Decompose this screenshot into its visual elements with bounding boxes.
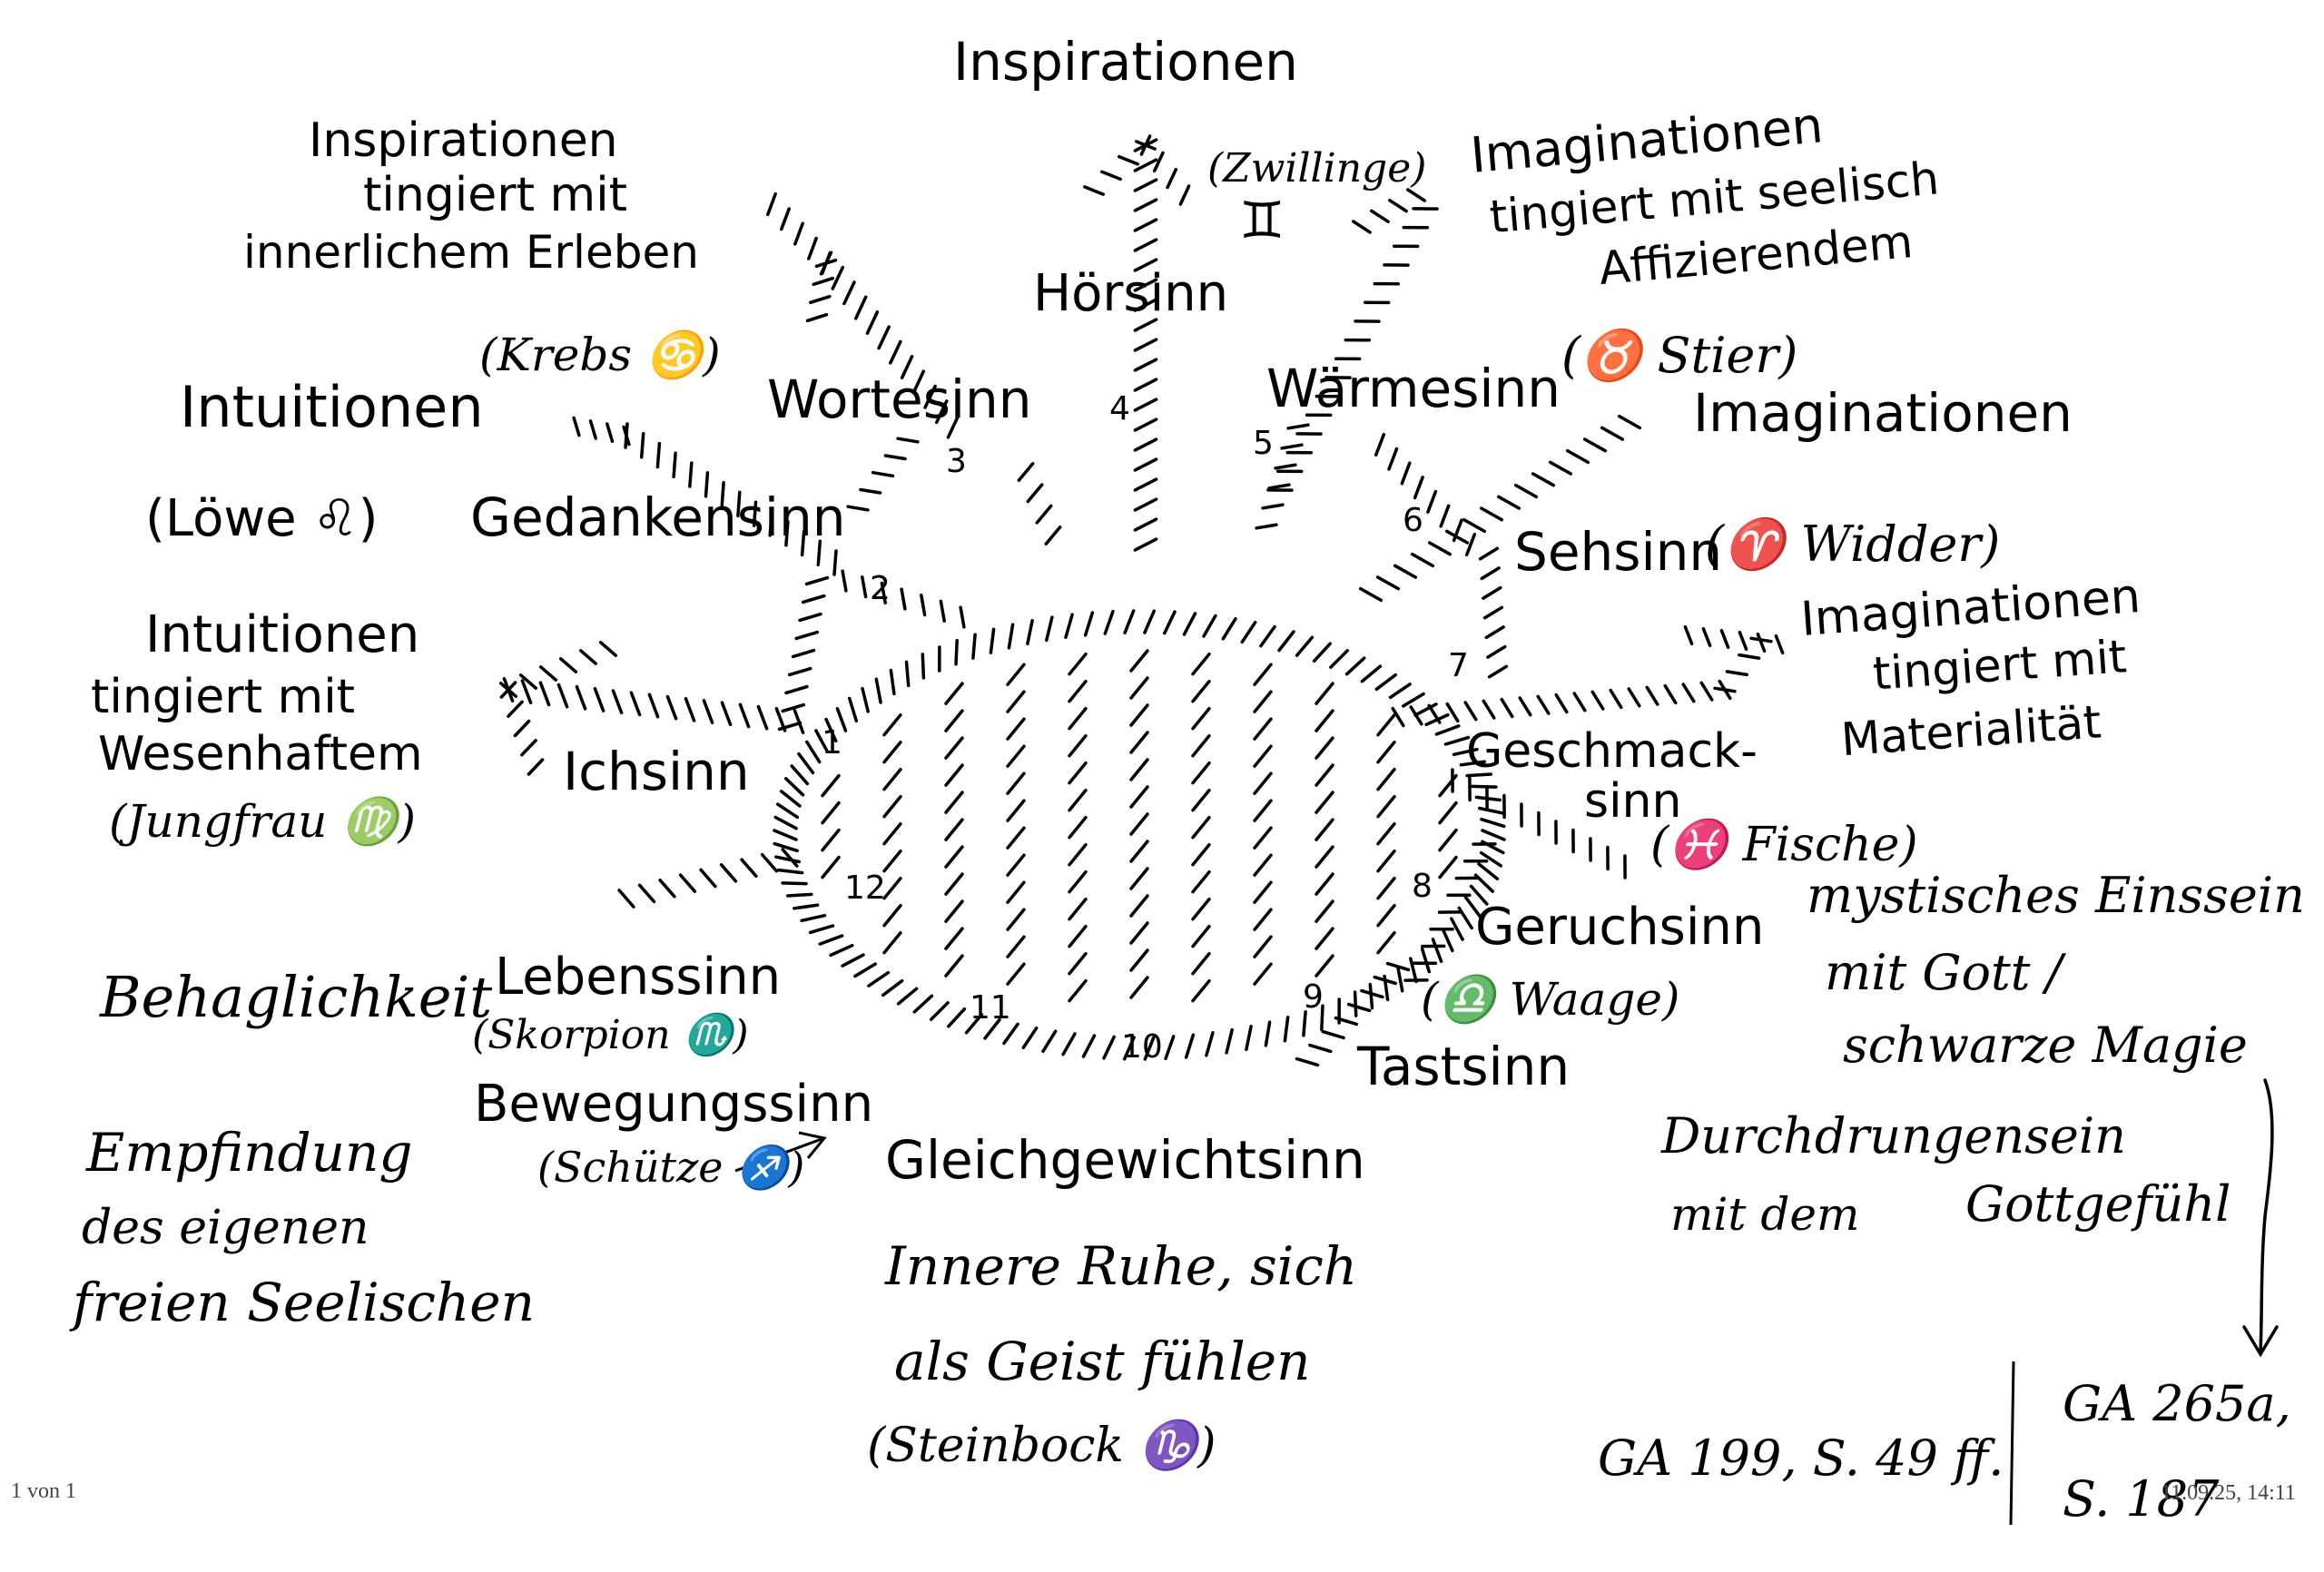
imaginationen-label-1: Imaginationen bbox=[1693, 382, 2073, 444]
number-10: 10 bbox=[1121, 1028, 1163, 1066]
widder-label: (♈ Widder) bbox=[1705, 516, 2000, 573]
ray-intuition-wesen bbox=[502, 677, 805, 734]
ref-ga265a-line2: S. 187 bbox=[2063, 1470, 2220, 1528]
ray-sehsinn-down bbox=[1478, 546, 1509, 679]
mystisches-line2: mit Gott / bbox=[1825, 944, 2067, 1001]
waermesinn-label: Wärmesinn bbox=[1266, 358, 1561, 419]
innere-ruhe-line3: (Steinbock ♑) bbox=[867, 1418, 1216, 1473]
lebenssinn-label: Lebenssinn bbox=[495, 948, 781, 1007]
durchdrungensein-line3: Gottgefühl bbox=[1965, 1175, 2230, 1233]
number-6: 6 bbox=[1403, 502, 1423, 539]
ray-wortesinn-b bbox=[846, 437, 920, 512]
stier-label: (♉ Stier) bbox=[1561, 327, 1797, 384]
durchdrungensein-line2: mit dem bbox=[1670, 1188, 1859, 1241]
left-inspirationen-line3: innerlichem Erleben bbox=[243, 226, 699, 279]
innere-ruhe-line2: als Geist fühlen bbox=[894, 1331, 1310, 1392]
innere-ruhe-line1: Innere Ruhe, sich bbox=[884, 1235, 1357, 1297]
number-12: 12 bbox=[844, 870, 886, 907]
ray-inspiration-left-base bbox=[805, 258, 838, 323]
number-5: 5 bbox=[1253, 425, 1274, 462]
oval-outline bbox=[773, 609, 1506, 1061]
empfindung-line3: freien Seelischen bbox=[69, 1272, 535, 1333]
ray-seven-up bbox=[1713, 636, 1773, 693]
geschmacksinn-line2: sinn bbox=[1584, 774, 1681, 829]
gleichgewichtsinn-label: Gleichgewichtsinn bbox=[885, 1129, 1365, 1191]
ichsinn-label: Ichsinn bbox=[563, 741, 750, 802]
mystisches-line1: mystisches Einssein bbox=[1807, 867, 2305, 924]
imaginationen-materialitaet-line3: Materialität bbox=[1839, 695, 2102, 766]
ray-gedanken bbox=[841, 569, 966, 629]
left-inspirationen-line1: Inspirationen bbox=[309, 113, 618, 168]
ray-inspiration-left-top bbox=[766, 192, 832, 276]
tastsinn-label: Tastsinn bbox=[1356, 1036, 1570, 1097]
ray-sehsinn-b bbox=[1358, 414, 1642, 603]
ref-ga265a-line1: GA 265a, bbox=[2063, 1375, 2291, 1432]
ray-hoersinn-up bbox=[1133, 138, 1158, 552]
ref-ga199: GA 199, S. 49 ff. bbox=[1598, 1430, 2004, 1487]
ray-intuition-wesen-c bbox=[499, 681, 545, 776]
durchdrungensein-line1: Durchdrungensein bbox=[1660, 1107, 2126, 1164]
ray-imagination-right bbox=[1266, 207, 1439, 492]
ray-intuition-upper-b bbox=[572, 416, 631, 447]
hoersinn-label: Hörsinn bbox=[1033, 264, 1228, 323]
gemini-symbol: ♊ bbox=[1239, 192, 1285, 251]
intuitionen-label-1: Intuitionen bbox=[180, 374, 484, 440]
reference-divider bbox=[2009, 1361, 2015, 1526]
down-arrow bbox=[2242, 1078, 2279, 1358]
ray-lebens-left bbox=[617, 848, 799, 909]
behaglichkeit-label: Behaglichkeit bbox=[99, 964, 492, 1030]
oval-interior-hatching bbox=[821, 649, 1458, 1003]
empfindung-line1: Empfindung bbox=[85, 1122, 412, 1184]
intuitionen-wesen-line2: tingiert mit bbox=[91, 670, 355, 724]
fische-label: (♓ Fische) bbox=[1650, 817, 1918, 872]
empfindung-line2: des eigenen bbox=[82, 1201, 369, 1255]
geschmacksinn-line1: Geschmack- bbox=[1466, 724, 1758, 779]
sagittarius-arrow bbox=[734, 1131, 827, 1173]
ray-seven-horiz bbox=[1391, 679, 1732, 728]
zwillinge-label: (Zwillinge) bbox=[1207, 145, 1426, 192]
number-11: 11 bbox=[970, 989, 1011, 1027]
ray-geschmack bbox=[1451, 768, 1627, 879]
bewegungssinn-label: Bewegungssinn bbox=[474, 1075, 873, 1134]
ray-materialitaet bbox=[1683, 624, 1785, 655]
top-inspirationen: Inspirationen bbox=[953, 31, 1298, 93]
jungfrau-label: (Jungfrau ♍) bbox=[109, 795, 416, 848]
left-inspirationen-line2: tingiert mit bbox=[363, 168, 627, 222]
waage-label: (♎ Waage) bbox=[1421, 973, 1679, 1026]
number-2: 2 bbox=[870, 570, 891, 607]
krebs-label: (Krebs ♋) bbox=[479, 329, 721, 381]
imaginationen-materialitaet-line2: tingiert mit bbox=[1871, 630, 2128, 700]
gedankensinn-label: Gedankensinn bbox=[470, 486, 846, 548]
number-3: 3 bbox=[946, 443, 967, 480]
ray-waermesinn bbox=[1255, 423, 1310, 530]
ray-wortesinn-a bbox=[1017, 462, 1062, 545]
ray-intuition-wesen-b bbox=[498, 641, 618, 698]
schuetze-label: (Schütze ♐) bbox=[537, 1143, 804, 1192]
wortesinn-label: Wortesinn bbox=[767, 368, 1032, 430]
intuitionen-wesen-line3: Wesenhaftem bbox=[98, 727, 423, 781]
skorpion-label: (Skorpion ♏) bbox=[472, 1012, 749, 1058]
number-4: 4 bbox=[1109, 390, 1130, 427]
page-indicator: 1 von 1 bbox=[11, 1479, 76, 1503]
hatched-oval bbox=[773, 609, 1506, 1061]
geruchsinn-label: Geruchsinn bbox=[1475, 898, 1764, 957]
print-timestamp: 11.09.25, 14:11 bbox=[2161, 1481, 2296, 1505]
number-1: 1 bbox=[822, 724, 842, 761]
ray-arrow-right bbox=[1139, 134, 1191, 206]
sehsinn-label: Sehsinn bbox=[1514, 521, 1722, 583]
ray-imagination-right-a bbox=[1352, 188, 1426, 234]
hatched-rays bbox=[498, 134, 1785, 1067]
loewe-label: (Löwe ♌) bbox=[145, 489, 378, 548]
number-7: 7 bbox=[1448, 647, 1469, 684]
ray-gedanken-inner bbox=[777, 575, 830, 732]
number-9: 9 bbox=[1303, 978, 1324, 1016]
mystisches-line3: schwarze Magie bbox=[1843, 1017, 2248, 1074]
number-8: 8 bbox=[1412, 868, 1433, 905]
intuitionen-wesen-line1: Intuitionen bbox=[145, 605, 419, 664]
